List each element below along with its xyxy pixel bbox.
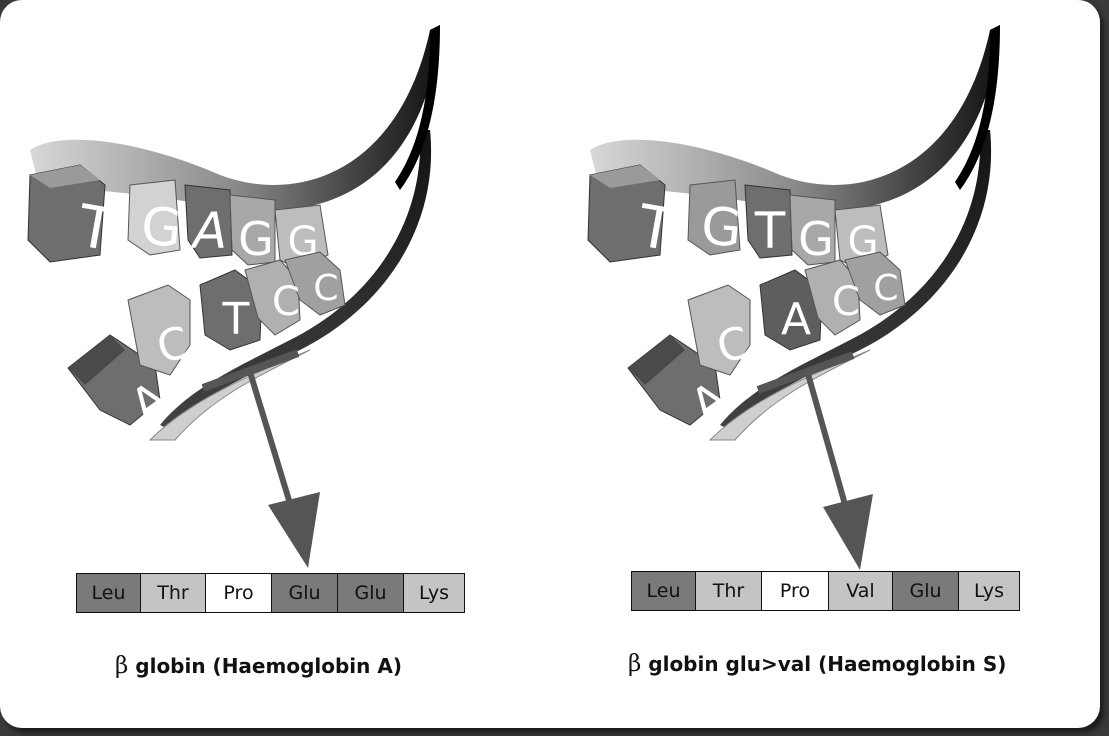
coding-base-4: G xyxy=(238,212,274,266)
amino-acid-4: Glu xyxy=(272,574,338,612)
translation-arrow-shaft xyxy=(250,372,295,520)
dna-illustration: T G T G G A C A C C xyxy=(560,0,1100,728)
amino-acid-5: Glu xyxy=(893,572,959,610)
coding-base-2: G xyxy=(699,196,744,259)
coding-base-3: A xyxy=(190,202,227,260)
panel-caption: β globin glu>val (Haemoglobin S) xyxy=(628,651,1006,677)
protein-sequence: Leu Thr Pro Glu Glu Lys xyxy=(76,573,465,613)
caption-text: globin glu>val (Haemoglobin S) xyxy=(648,652,1006,676)
protein-sequence: Leu Thr Pro Val Glu Lys xyxy=(631,571,1020,611)
caption-text: globin (Haemoglobin A) xyxy=(135,654,402,678)
amino-acid-1: Leu xyxy=(632,572,696,610)
amino-acid-4: Val xyxy=(829,572,893,610)
amino-acid-3: Pro xyxy=(762,572,829,610)
template-base-3: T xyxy=(222,294,250,345)
coding-base-2: G xyxy=(139,196,184,259)
template-base-5: C xyxy=(313,268,338,309)
beta-symbol: β xyxy=(115,653,128,679)
amino-acid-6: Lys xyxy=(404,574,464,612)
template-base-5: C xyxy=(873,268,898,309)
dna-illustration: T G A G G A C T C C xyxy=(0,0,550,728)
amino-acid-3: Pro xyxy=(206,574,272,612)
translation-arrow-shaft xyxy=(808,374,850,522)
coding-base-4: G xyxy=(798,212,834,266)
codon-bracket xyxy=(758,355,853,390)
translation-arrow-head xyxy=(823,494,873,570)
panel-haemoglobin-s: T G T G G A C A C C Leu Thr P xyxy=(560,0,1100,728)
amino-acid-2: Thr xyxy=(141,574,206,612)
coding-base-3: T xyxy=(754,202,786,260)
template-base-4: C xyxy=(272,279,300,325)
panel-haemoglobin-a: T G A G G A C T C C Leu xyxy=(0,0,550,728)
amino-acid-2: Thr xyxy=(696,572,762,610)
template-base-4: C xyxy=(832,279,860,325)
translation-arrow-head xyxy=(268,492,320,568)
template-base-3: A xyxy=(781,294,811,345)
amino-acid-1: Leu xyxy=(77,574,141,612)
beta-symbol: β xyxy=(628,651,641,677)
amino-acid-6: Lys xyxy=(959,572,1019,610)
panel-caption: β globin (Haemoglobin A) xyxy=(115,653,402,679)
amino-acid-5: Glu xyxy=(338,574,404,612)
